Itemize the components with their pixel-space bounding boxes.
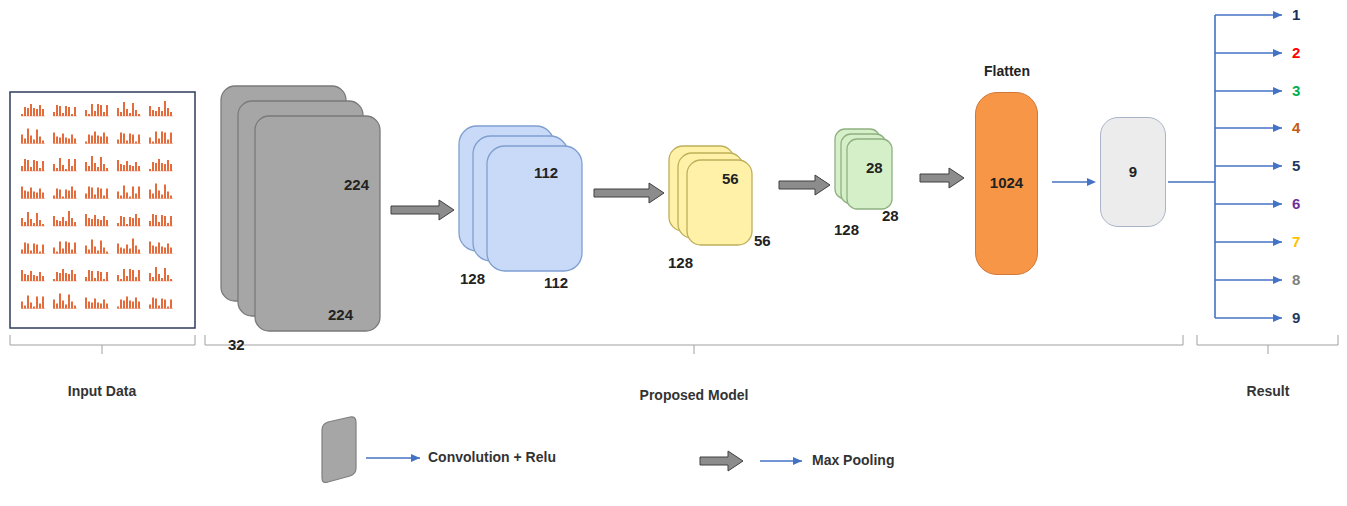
conv-layer-stack: 112 112 128 bbox=[458, 125, 588, 293]
dimension-label: 128 bbox=[834, 222, 859, 239]
section-label: Proposed Model bbox=[640, 388, 749, 403]
section-label: Input Data bbox=[68, 384, 136, 399]
dimension-label: 9 bbox=[1129, 164, 1137, 181]
dimension-label: 28 bbox=[882, 208, 899, 225]
node-shape: 9 bbox=[1100, 117, 1166, 227]
class-label: 3 bbox=[1292, 83, 1300, 100]
conv-layer-stack: 224 224 32 bbox=[220, 85, 385, 355]
legend-text: Convolution + Relu bbox=[428, 450, 556, 465]
class-label: 9 bbox=[1292, 310, 1300, 327]
flatten-layer: 1024 Flatten bbox=[968, 62, 1046, 277]
legend-text: Max Pooling bbox=[812, 453, 894, 468]
pooling-arrow bbox=[391, 200, 454, 220]
conv-layer-stack: 28 28 128 bbox=[834, 128, 914, 240]
bracket bbox=[205, 335, 1183, 354]
pooling-arrow bbox=[779, 175, 830, 195]
legend-pool-sample bbox=[700, 451, 743, 471]
dimension-label: 224 bbox=[328, 307, 353, 324]
layer-outline bbox=[668, 145, 773, 273]
legend-layer-sample bbox=[322, 417, 356, 483]
dimension-label: 128 bbox=[668, 255, 693, 272]
legend-arrow bbox=[760, 460, 802, 462]
class-label: 7 bbox=[1292, 234, 1300, 251]
dimension-label: 128 bbox=[460, 271, 485, 288]
dimension-label: 112 bbox=[534, 165, 558, 182]
section-label: Result bbox=[1247, 384, 1290, 399]
layer-outline bbox=[458, 125, 588, 293]
bracket bbox=[1197, 335, 1338, 354]
class-label: 1 bbox=[1292, 7, 1300, 24]
dimension-label: 32 bbox=[228, 337, 245, 354]
class-label: 5 bbox=[1292, 158, 1300, 175]
class-label: 4 bbox=[1292, 120, 1300, 137]
dimension-label: 1024 bbox=[990, 175, 1023, 192]
dimension-label: 28 bbox=[866, 160, 883, 177]
dense-output-box: 9 bbox=[1100, 117, 1166, 227]
class-label: 6 bbox=[1292, 196, 1300, 213]
histogram-thumbnails bbox=[21, 101, 173, 309]
dimension-label: 224 bbox=[344, 177, 369, 194]
class-label: 2 bbox=[1292, 45, 1300, 62]
pooling-arrow bbox=[920, 168, 964, 188]
input-data-frame bbox=[10, 92, 195, 328]
class-label: 8 bbox=[1292, 272, 1300, 289]
dimension-label: 112 bbox=[544, 275, 568, 292]
output-branches bbox=[1168, 15, 1282, 318]
dimension-label: 56 bbox=[722, 171, 739, 188]
flow-arrow bbox=[1052, 178, 1096, 186]
conv-layer-stack: 56 56 128 bbox=[668, 145, 773, 273]
dimension-label: 56 bbox=[754, 233, 771, 250]
bracket bbox=[10, 335, 195, 354]
node-shape: 1024 bbox=[975, 92, 1038, 275]
layer-heading: Flatten bbox=[984, 64, 1030, 79]
pooling-arrow bbox=[594, 183, 664, 203]
legend-arrow bbox=[366, 457, 420, 459]
layer-outline bbox=[220, 85, 385, 355]
